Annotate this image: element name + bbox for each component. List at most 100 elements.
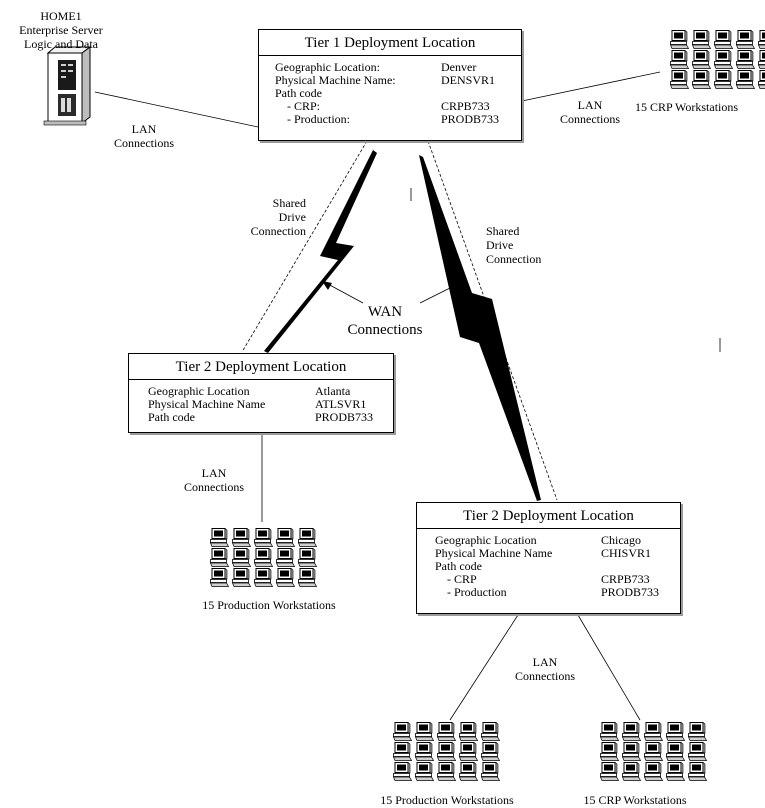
chicago-row-crp: - CRP CRPB733 <box>417 573 680 586</box>
lan-chicago-line2: Connections <box>515 669 575 683</box>
desktop-workstation-icon <box>254 548 273 567</box>
desktop-workstation-icon <box>459 722 478 741</box>
desktop-workstation-icon <box>758 50 765 69</box>
desktop-workstation-icon <box>736 70 755 89</box>
desktop-workstation-icon <box>692 70 711 89</box>
workstations-label-atlanta-production: 15 Production Workstations <box>202 598 336 612</box>
tier2-chicago-details: Geographic Location Chicago Physical Mach… <box>417 529 680 599</box>
desktop-workstation-icon <box>736 50 755 69</box>
tier1-row-crp: - CRP: CRPB733 <box>259 100 521 113</box>
chicago-machine-value: CHISVR1 <box>601 546 652 560</box>
desktop-workstation-icon <box>666 742 685 761</box>
lan-label-right-line1: LAN <box>577 98 603 112</box>
desktop-workstation-icon <box>736 30 755 49</box>
chicago-pathcode-label: Path code <box>435 559 482 573</box>
desktop-workstation-icon <box>437 762 456 781</box>
tier1-crp-value: CRPB733 <box>441 99 490 113</box>
lan-atlanta-line2: Connections <box>184 480 244 494</box>
wan-lightning-left <box>264 150 377 353</box>
lan-line-server-tier1 <box>94 91 259 128</box>
server-tower-icon <box>43 46 92 126</box>
tier2-atlanta-title: Tier 2 Deployment Location <box>129 354 393 380</box>
atlanta-geo-value: Atlanta <box>315 384 351 398</box>
desktop-workstation-icon <box>758 30 765 49</box>
shared-right-line2: Drive <box>486 238 514 252</box>
chicago-geo-label: Geographic Location <box>435 533 537 547</box>
desktop-workstation-icon <box>622 762 641 781</box>
shared-drive-line-left <box>241 140 368 353</box>
lan-label-chicago: LAN Connections <box>505 655 585 683</box>
atlanta-row-geo: Geographic Location Atlanta <box>129 385 393 398</box>
shared-drive-label-left: Shared Drive Connection <box>238 196 306 238</box>
desktop-workstation-icon <box>298 548 317 567</box>
lan-chicago-line1: LAN <box>532 655 558 669</box>
tier1-row-pathcode: Path code <box>259 87 521 100</box>
wan-connections-label: WAN Connections <box>340 303 430 339</box>
atlanta-pathcode-value: PRODB733 <box>315 410 374 424</box>
atlanta-geo-label: Geographic Location <box>148 384 250 398</box>
desktop-workstation-icon <box>666 762 685 781</box>
desktop-workstation-icon <box>415 762 434 781</box>
chicago-geo-value: Chicago <box>601 533 641 547</box>
shared-right-line3: Connection <box>486 252 542 266</box>
chicago-crp-value: CRPB733 <box>601 572 650 586</box>
desktop-workstation-icon <box>276 548 295 567</box>
desktop-workstation-icon <box>393 742 412 761</box>
lan-atlanta-line1: LAN <box>201 466 227 480</box>
wan-arrow-left <box>325 282 364 304</box>
lan-label-atlanta: LAN Connections <box>174 466 254 494</box>
desktop-workstation-icon <box>600 762 619 781</box>
tier1-machine-label: Physical Machine Name: <box>275 73 396 87</box>
tier1-geo-label: Geographic Location: <box>275 60 380 74</box>
desktop-workstation-icon <box>758 70 765 89</box>
tier1-crp-label: - CRP: <box>281 99 321 113</box>
tier1-production-label: - Production: <box>281 112 350 126</box>
desktop-workstation-icon <box>276 528 295 547</box>
tier1-deployment-box: Tier 1 Deployment Location Geographic Lo… <box>258 29 522 141</box>
workstation-grid-denver-crp <box>670 30 765 90</box>
chicago-crp-label: - CRP <box>441 572 477 586</box>
workstation-grid-chicago-production <box>393 722 500 782</box>
desktop-workstation-icon <box>714 30 733 49</box>
chicago-production-value: PRODB733 <box>601 585 660 599</box>
desktop-workstation-icon <box>459 742 478 761</box>
desktop-workstation-icon <box>481 762 500 781</box>
lan-label-left-line2: Connections <box>114 136 174 150</box>
desktop-workstation-icon <box>254 568 273 587</box>
desktop-workstation-icon <box>459 762 478 781</box>
chicago-row-pathcode: Path code <box>417 560 680 573</box>
lan-label-left-line1: LAN <box>131 122 157 136</box>
tier1-machine-value: DENSVR1 <box>441 73 496 87</box>
desktop-workstation-icon <box>714 50 733 69</box>
desktop-workstation-icon <box>232 568 251 587</box>
wan-label-line2: Connections <box>347 322 423 338</box>
tier2-chicago-title: Tier 2 Deployment Location <box>417 503 680 529</box>
desktop-workstation-icon <box>210 568 229 587</box>
desktop-workstation-icon <box>670 30 689 49</box>
desktop-workstation-icon <box>254 528 273 547</box>
desktop-workstation-icon <box>670 70 689 89</box>
desktop-workstation-icon <box>644 722 663 741</box>
tier1-details: Geographic Location:Denver Physical Mach… <box>259 56 521 126</box>
desktop-workstation-icon <box>600 742 619 761</box>
desktop-workstation-icon <box>481 742 500 761</box>
desktop-workstation-icon <box>644 742 663 761</box>
desktop-workstation-icon <box>393 722 412 741</box>
desktop-workstation-icon <box>644 762 663 781</box>
chicago-production-label: - Production <box>441 585 507 599</box>
desktop-workstation-icon <box>481 722 500 741</box>
desktop-workstation-icon <box>232 548 251 567</box>
wan-lightning-right <box>419 155 541 501</box>
desktop-workstation-icon <box>298 528 317 547</box>
chicago-row-production: - Production PRODB733 <box>417 586 680 599</box>
tier1-pathcode-label: Path code <box>275 86 322 100</box>
tier1-row-machine: Physical Machine Name: DENSVR1 <box>259 74 521 87</box>
home-server-name: HOME1 <box>40 9 82 23</box>
desktop-workstation-icon <box>298 568 317 587</box>
shared-drive-label-right: Shared Drive Connection <box>486 224 556 266</box>
shared-left-line1: Shared <box>272 196 306 210</box>
chicago-machine-label: Physical Machine Name <box>435 546 553 560</box>
workstation-grid-atlanta-production <box>210 528 317 588</box>
